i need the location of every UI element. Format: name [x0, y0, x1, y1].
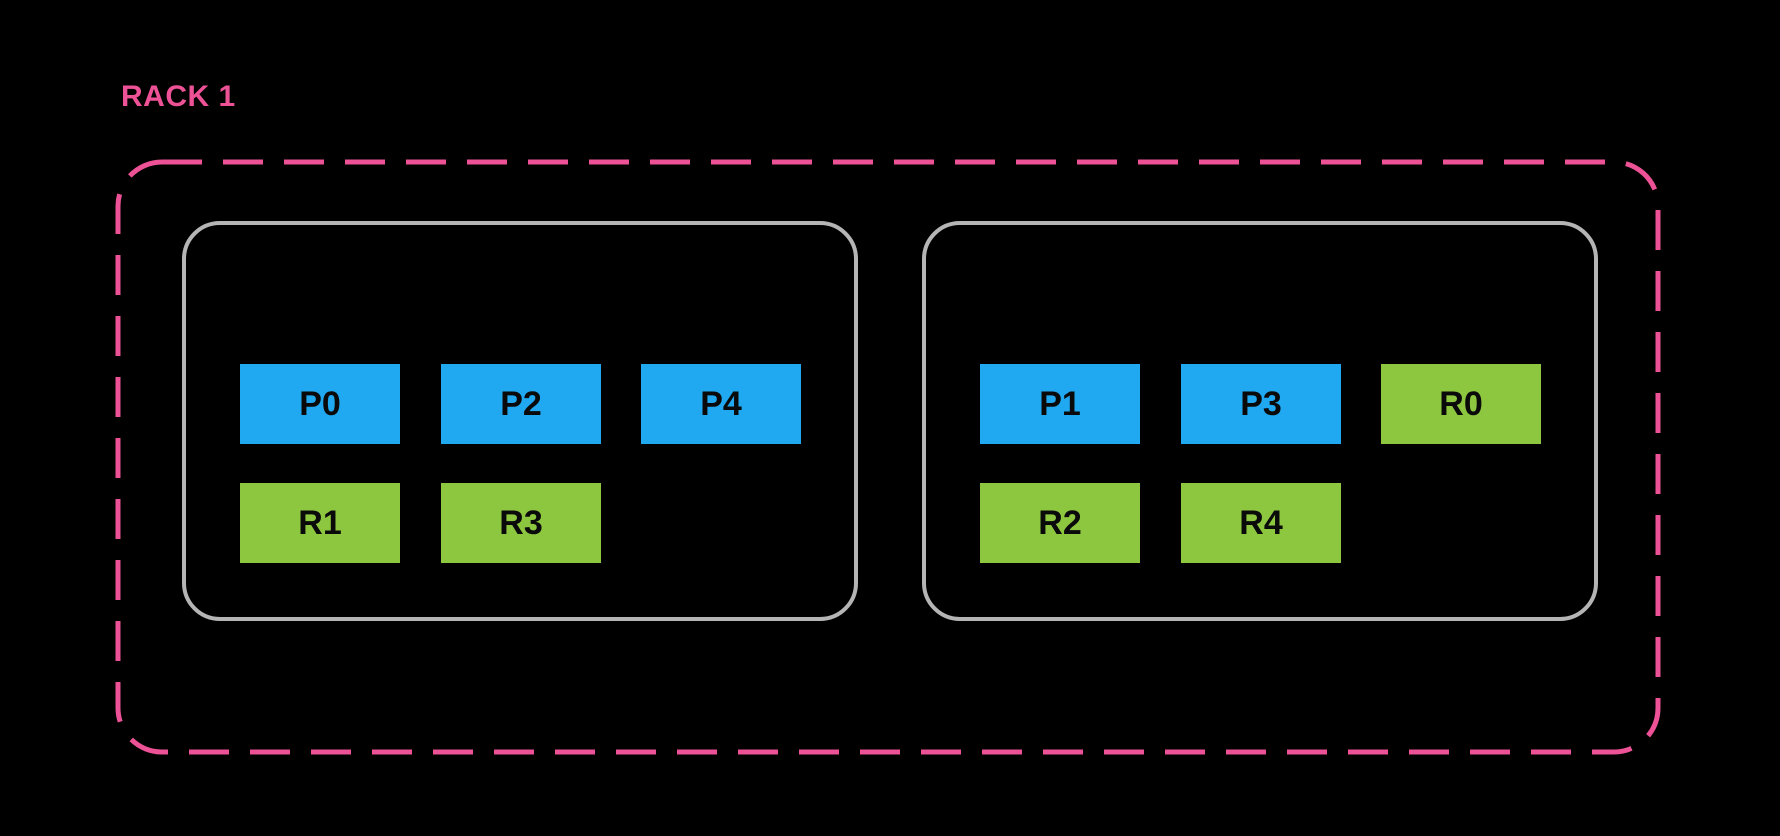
slot-p1: P1	[980, 364, 1140, 444]
rack-boundary-dashed-outline	[115, 159, 1661, 755]
slot-p3: P3	[1181, 364, 1341, 444]
slot-r1: R1	[240, 483, 400, 563]
slot-p2: P2	[441, 364, 601, 444]
node-2: P1 P3 R0 R2 R4	[922, 221, 1598, 621]
slot-r4: R4	[1181, 483, 1341, 563]
slot-p0: P0	[240, 364, 400, 444]
slot-p4: P4	[641, 364, 801, 444]
slot-r2: R2	[980, 483, 1140, 563]
node-1: P0 P2 P4 R1 R3	[182, 221, 858, 621]
rack-title: RACK 1	[121, 80, 236, 113]
slot-r3: R3	[441, 483, 601, 563]
slot-r0: R0	[1381, 364, 1541, 444]
